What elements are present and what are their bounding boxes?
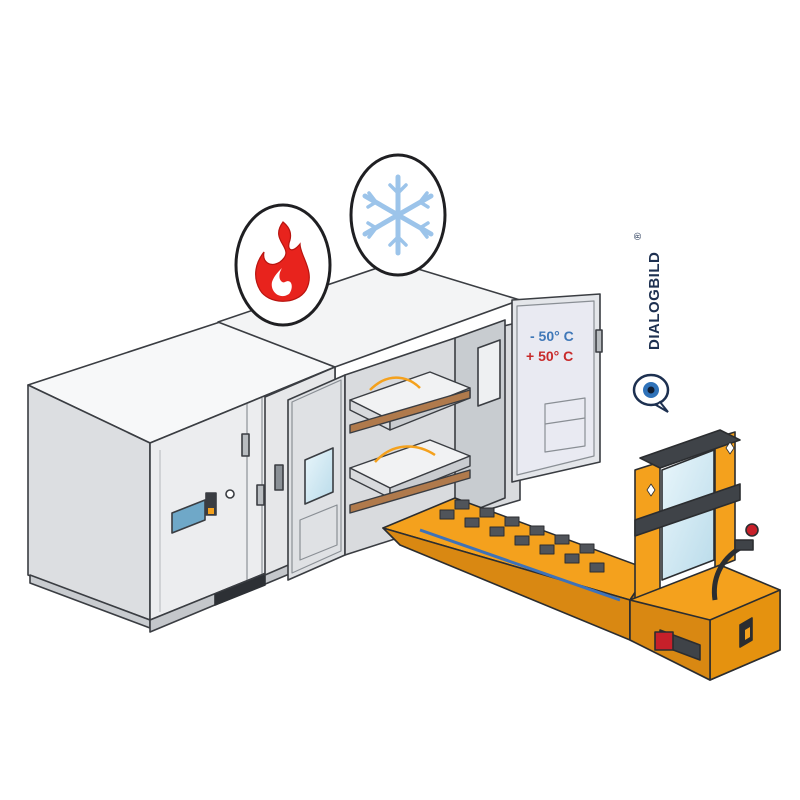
flame-icon	[255, 221, 310, 302]
control-slot	[205, 492, 217, 516]
chamber-door-right-open[interactable]	[511, 293, 603, 483]
battery-rack-upper	[349, 371, 471, 434]
electric-pallet-truck	[382, 429, 781, 681]
chamber-interior	[344, 319, 521, 556]
chamber-door-left-open[interactable]	[287, 374, 346, 581]
control-knob	[225, 489, 235, 499]
brand-name: DIALOGBILD	[646, 252, 663, 350]
eye-logo-icon	[632, 373, 670, 413]
snowflake-icon	[362, 174, 434, 256]
dialogbild-logo: DIALOGBILD ®	[632, 232, 670, 413]
cold-temperature-label: - 50° C	[530, 328, 574, 344]
registered-mark: ®	[633, 232, 644, 240]
door-window	[304, 447, 334, 505]
cold-badge	[349, 153, 447, 277]
hot-temperature-label: + 50° C	[526, 348, 573, 364]
truck-red-wheel	[654, 631, 674, 651]
control-panel-screen	[171, 499, 206, 534]
panel-handle	[241, 433, 250, 457]
panel-handle-2	[256, 484, 265, 506]
battery-rack-lower	[349, 439, 471, 514]
heat-badge	[234, 203, 332, 327]
truck-tiller[interactable]	[711, 545, 742, 601]
